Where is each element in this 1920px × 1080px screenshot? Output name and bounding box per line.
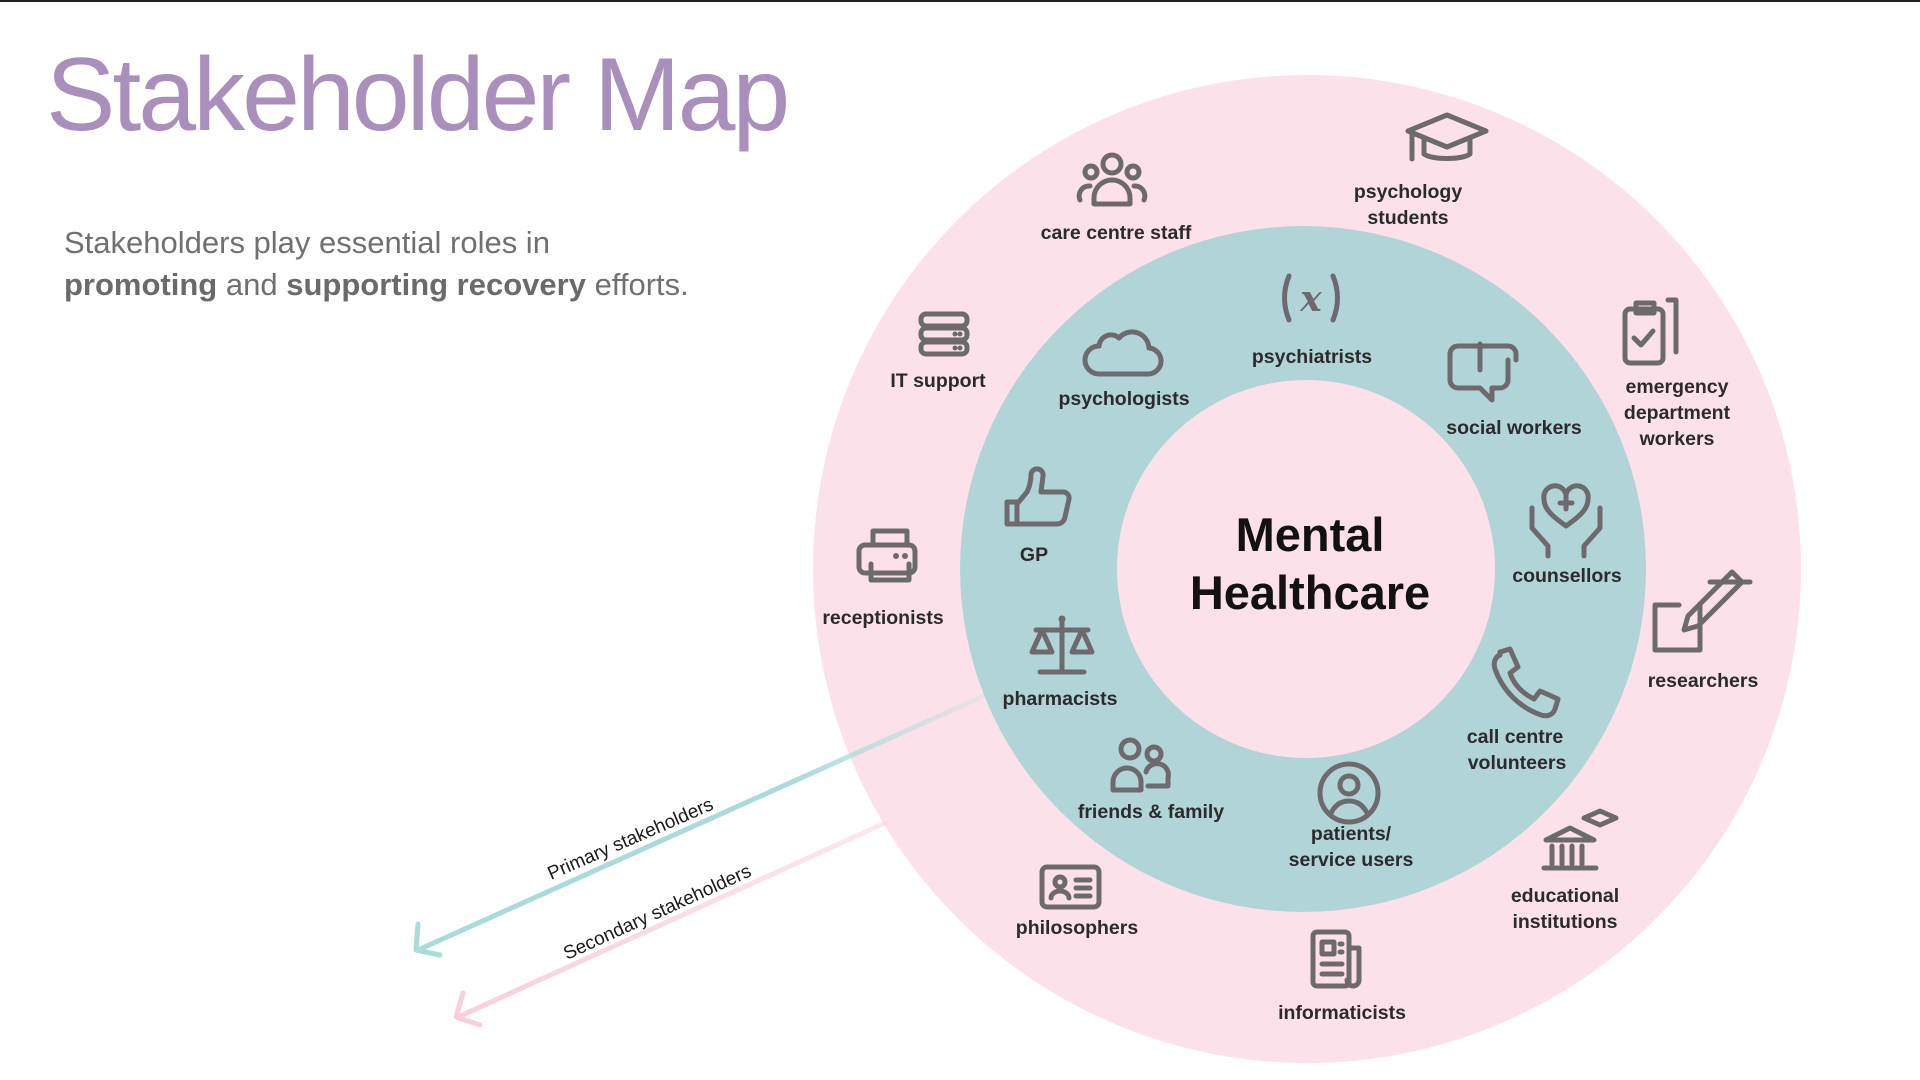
function-icon: x	[1282, 273, 1340, 323]
stakeholder-label-line-3: workers	[1639, 428, 1715, 450]
pencil-square-icon	[1652, 569, 1753, 653]
stakeholder-label: receptionists	[822, 607, 944, 629]
stakeholder-informaticists: informaticists	[1278, 929, 1406, 1024]
stakeholder-social-workers: social workers	[1446, 341, 1582, 439]
newspaper-icon	[1310, 929, 1362, 989]
graduation-cap-icon	[1405, 112, 1489, 162]
stakeholder-educational-institutions: educational institutions	[1511, 808, 1619, 933]
stakeholder-label-line-1: patients/	[1311, 823, 1392, 845]
stakeholder-patients-service-users: patients/ service users	[1289, 761, 1414, 871]
core-circle	[1117, 380, 1495, 758]
stakeholder-psychiatrists: x psychiatrists	[1252, 273, 1372, 368]
stakeholder-philosophers: philosophers	[1016, 864, 1139, 939]
stakeholder-label-line-1: psychology	[1354, 181, 1463, 203]
stakeholder-label: psychologists	[1058, 388, 1189, 410]
stakeholder-label: friends & family	[1078, 801, 1224, 823]
stakeholder-receptionists: receptionists	[822, 528, 944, 629]
subtitle-tail: efforts.	[585, 267, 689, 302]
stakeholder-it-support: IT support	[890, 311, 986, 392]
stakeholder-label-line-1: educational	[1511, 885, 1619, 907]
page-title: Stakeholder Map	[46, 37, 790, 153]
stakeholder-label: GP	[1020, 544, 1048, 566]
stakeholder-label: pharmacists	[1003, 688, 1118, 710]
subtitle-connector: and	[217, 267, 287, 302]
stakeholder-gp: GP	[1004, 466, 1072, 566]
stakeholder-label-line-1: emergency	[1626, 376, 1729, 398]
stakeholder-label: social workers	[1446, 417, 1582, 439]
stakeholder-friends-family: friends & family	[1078, 737, 1224, 823]
heart-hands-icon	[1529, 483, 1603, 559]
cloud-icon	[1082, 329, 1164, 377]
stakeholder-label: informaticists	[1278, 1002, 1406, 1024]
clipboard-check-icon	[1622, 297, 1679, 366]
primary-stakeholders-label: Primary stakeholders	[545, 794, 717, 884]
subtitle-emphasis-supporting: supporting recovery	[286, 267, 586, 302]
stakeholder-emergency-department-workers: emergency department workers	[1622, 297, 1731, 450]
stakeholder-counsellors: counsellors	[1512, 483, 1622, 587]
stakeholder-label: researchers	[1648, 670, 1759, 692]
people-icon	[1110, 737, 1171, 793]
group-icon	[1076, 152, 1148, 207]
secondary-stakeholders-label: Secondary stakeholders	[560, 861, 754, 965]
center-title-line-1: Mental	[1236, 508, 1385, 561]
printer-icon	[856, 528, 918, 583]
stakeholder-label-line-2: institutions	[1512, 911, 1617, 933]
server-icon	[918, 311, 970, 357]
stakeholder-researchers: researchers	[1648, 569, 1759, 692]
stakeholder-label-line-2: students	[1367, 207, 1448, 229]
institution-icon	[1541, 808, 1619, 871]
stakeholder-label: counsellors	[1512, 565, 1622, 587]
subtitle-line-1: Stakeholders play essential roles in	[64, 225, 550, 260]
top-border	[0, 0, 1920, 2]
stakeholder-label: care centre staff	[1041, 222, 1192, 244]
stakeholder-label-line-2: department	[1624, 402, 1731, 424]
stakeholder-label: psychiatrists	[1252, 346, 1372, 368]
stakeholder-label-line-2: service users	[1289, 849, 1414, 871]
stakeholder-label-line-2: volunteers	[1468, 752, 1567, 774]
thumbs-up-icon	[1004, 466, 1072, 527]
phone-icon	[1491, 646, 1561, 719]
subtitle-emphasis-promoting: promoting	[64, 267, 218, 302]
stakeholder-care-centre-staff: care centre staff	[1041, 152, 1192, 244]
stakeholder-call-centre-volunteers: call centre volunteers	[1467, 646, 1567, 774]
secondary-stakeholders-arrow: Secondary stakeholders	[453, 820, 888, 1028]
stakeholder-label: philosophers	[1016, 917, 1139, 939]
scales-icon	[1029, 615, 1095, 675]
svg-text:x: x	[1299, 278, 1322, 320]
stakeholder-label: IT support	[890, 370, 986, 392]
stakeholder-psychologists: psychologists	[1058, 329, 1190, 410]
center-title-line-2: Healthcare	[1190, 566, 1430, 619]
id-card-icon	[1039, 864, 1102, 910]
chat-icon	[1447, 341, 1519, 403]
stakeholder-pharmacists: pharmacists	[1003, 615, 1118, 710]
stakeholder-label-line-1: call centre	[1467, 726, 1564, 748]
user-circle-icon	[1317, 761, 1381, 825]
stakeholder-psychology-students: psychology students	[1354, 112, 1489, 229]
page-subtitle: Stakeholders play essential roles in pro…	[64, 222, 689, 306]
